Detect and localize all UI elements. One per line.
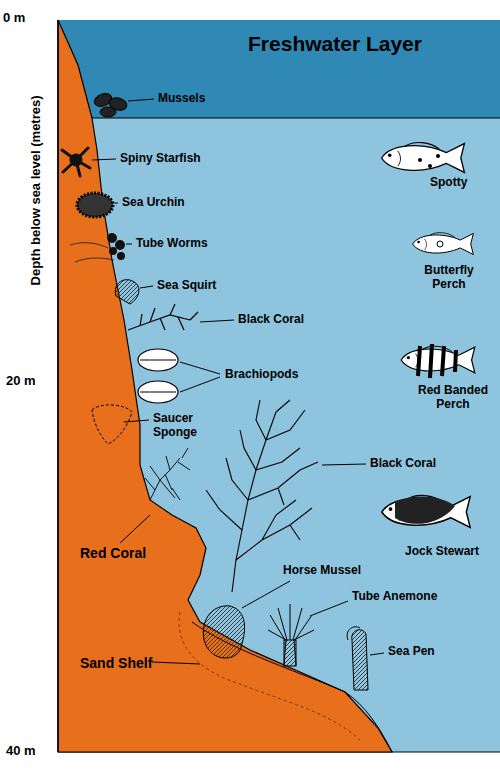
rock-wall — [58, 20, 392, 752]
sea-squirt — [115, 280, 139, 304]
depth-mark: 40 m — [6, 744, 36, 759]
fish-label: Spotty — [430, 176, 467, 190]
spiny-starfish — [62, 148, 90, 176]
saucer-sponge — [92, 405, 132, 444]
fish-butterfly-perch — [413, 233, 474, 255]
red-coral — [145, 448, 190, 500]
band-title: Freshwater Layer — [170, 32, 500, 56]
axis-title: Depth below sea level (metres) — [29, 95, 44, 285]
sea-urchin — [77, 193, 113, 217]
black-coral-small — [128, 304, 198, 330]
leader-lines — [92, 99, 384, 664]
tube-anemone — [268, 604, 314, 666]
fish-red-banded-perch — [401, 344, 475, 378]
species-label: Tube Anemone — [352, 590, 437, 604]
species-label: Horse Mussel — [283, 564, 361, 578]
species-label: Black Coral — [238, 313, 304, 327]
mussels — [92, 91, 128, 117]
fish-label: Jock Stewart — [405, 545, 479, 559]
depth-mark: 0 m — [3, 11, 25, 26]
fish-label: Butterfly Perch — [414, 264, 484, 292]
species-label: Red Coral — [80, 545, 146, 561]
species-label: Spiny Starfish — [120, 152, 201, 166]
species-label: Saucer Sponge — [153, 412, 215, 440]
species-label: Sea Squirt — [157, 279, 216, 293]
species-label: Brachiopods — [225, 368, 298, 382]
region-label: Sand Shelf — [80, 655, 152, 671]
fish-jock-stewart — [382, 495, 470, 527]
tube-worms — [70, 233, 125, 262]
horse-mussel — [203, 606, 244, 658]
sea-water — [58, 20, 500, 752]
depth-mark: 20 m — [6, 374, 36, 389]
species-label: Sea Pen — [388, 645, 435, 659]
freshwater-band — [58, 20, 500, 118]
species-label: Tube Worms — [136, 237, 208, 251]
species-label: Sea Urchin — [122, 196, 185, 210]
sea-pen — [347, 627, 368, 690]
halocline-line — [58, 118, 500, 119]
fish-spotty — [382, 142, 465, 172]
depth-axis — [57, 20, 59, 752]
fish-label: Red Banded Perch — [412, 384, 494, 412]
species-label: Mussels — [158, 92, 205, 106]
water-band-node: Freshwater Layer — [170, 20, 500, 118]
brachiopods — [138, 349, 178, 403]
species-label: Black Coral — [370, 457, 436, 471]
